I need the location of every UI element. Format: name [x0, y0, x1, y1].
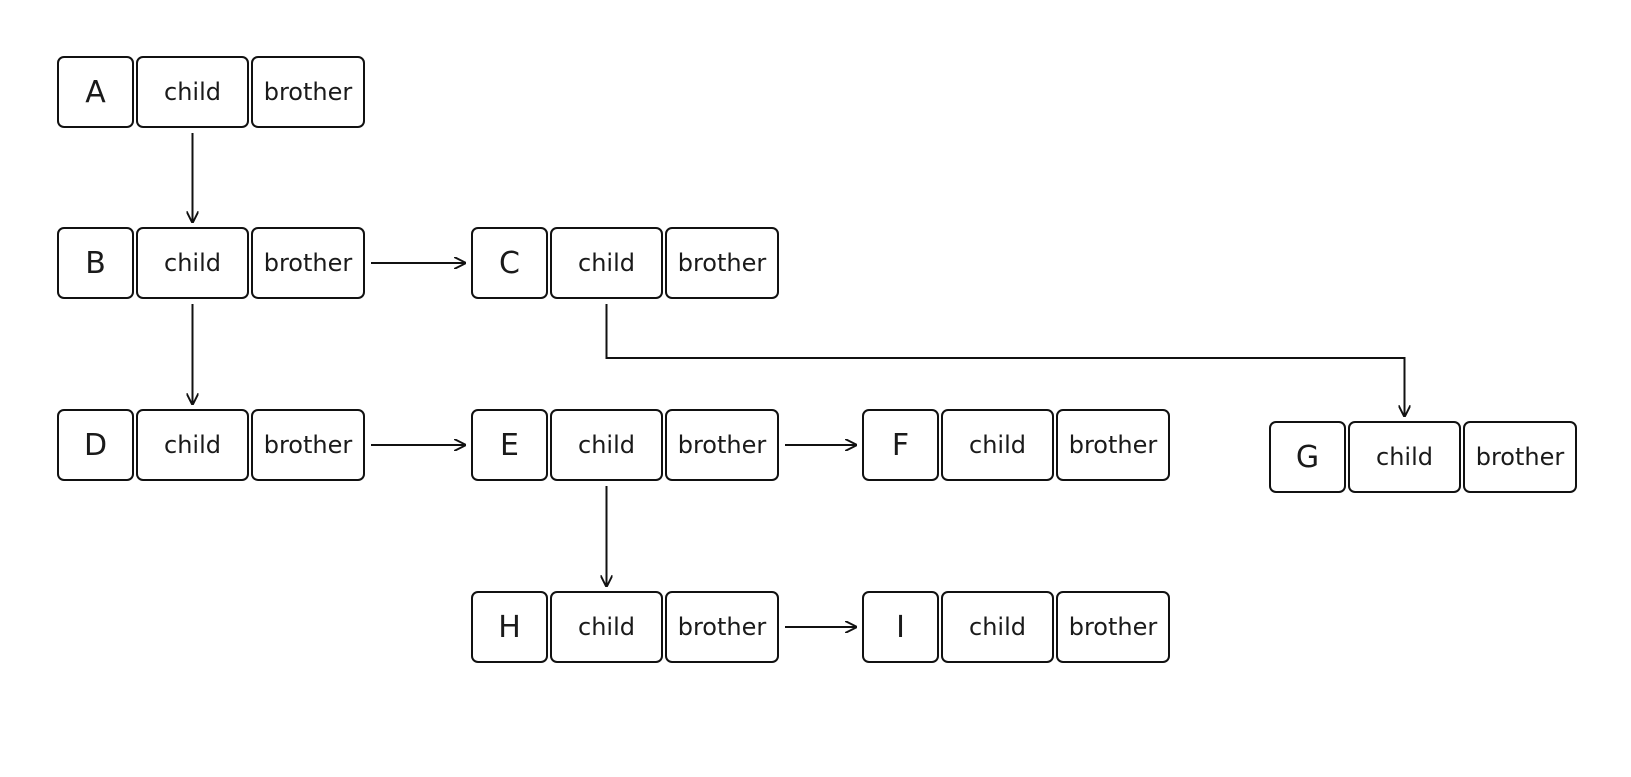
node-g-name: G — [1269, 421, 1346, 493]
node-e-name: E — [471, 409, 548, 481]
edge-c-to-g-child — [605, 304, 1405, 416]
node-d-child-field: child — [136, 409, 249, 481]
node-f-brother-field: brother — [1056, 409, 1170, 481]
node-g-brother-field: brother — [1463, 421, 1577, 493]
node-f-child-field: child — [941, 409, 1054, 481]
node-b-name: B — [57, 227, 134, 299]
node-a-child-field: child — [136, 56, 249, 128]
node-c-brother-field: brother — [665, 227, 779, 299]
node-e-brother-field: brother — [665, 409, 779, 481]
node-a-name: A — [57, 56, 134, 128]
node-b-brother-field: brother — [251, 227, 365, 299]
node-h-name: H — [471, 591, 548, 663]
node-f-name: F — [862, 409, 939, 481]
node-d-name: D — [57, 409, 134, 481]
node-i-child-field: child — [941, 591, 1054, 663]
node-g-child-field: child — [1348, 421, 1461, 493]
node-i-name: I — [862, 591, 939, 663]
node-h-brother-field: brother — [665, 591, 779, 663]
node-c-name: C — [471, 227, 548, 299]
node-e-child-field: child — [550, 409, 663, 481]
node-b-child-field: child — [136, 227, 249, 299]
node-i-brother-field: brother — [1056, 591, 1170, 663]
node-d-brother-field: brother — [251, 409, 365, 481]
node-h-child-field: child — [550, 591, 663, 663]
node-a-brother-field: brother — [251, 56, 365, 128]
node-c-child-field: child — [550, 227, 663, 299]
